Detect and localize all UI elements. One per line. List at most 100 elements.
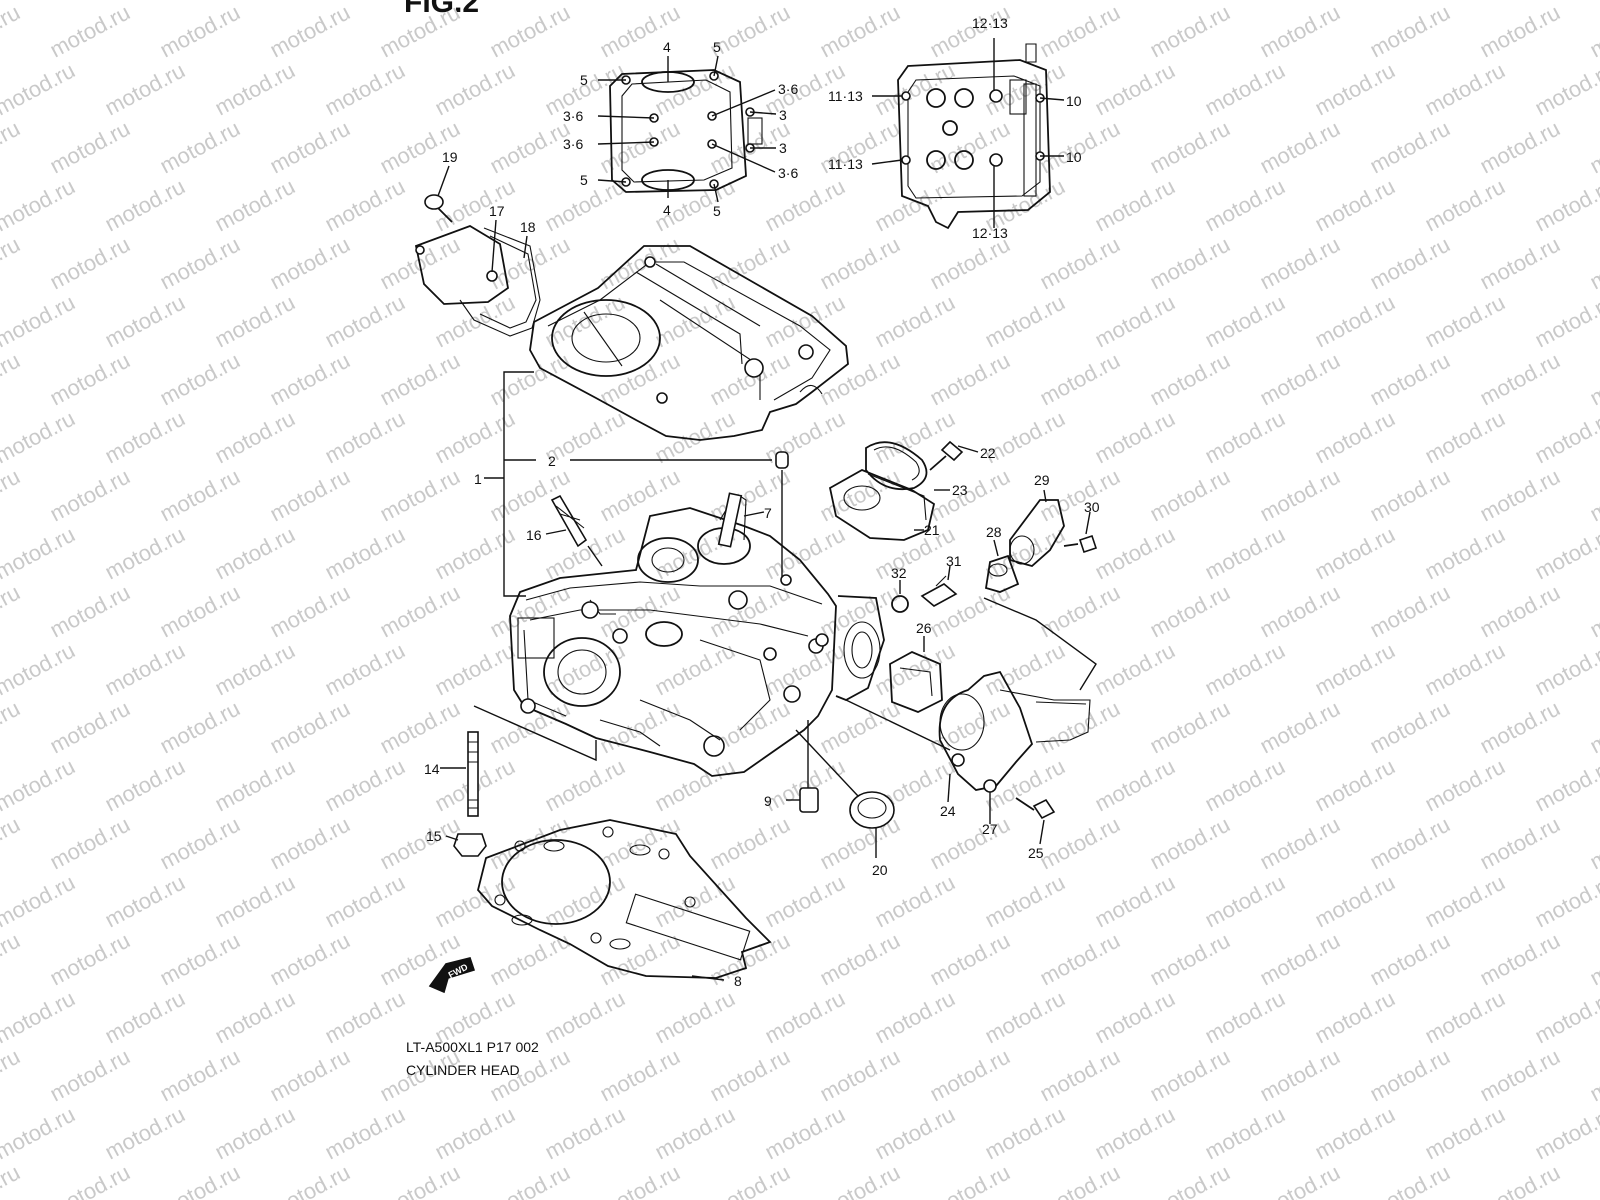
watermark-text: motod.ru	[46, 1160, 134, 1200]
watermark-text: motod.ru	[0, 58, 79, 121]
watermark-text: motod.ru	[156, 1044, 244, 1107]
watermark-text: motod.ru	[1476, 812, 1564, 875]
callout-25: 25	[1028, 845, 1044, 861]
watermark-text: motod.ru	[1146, 464, 1234, 527]
watermark-text: motod.ru	[266, 812, 354, 875]
watermark-text: motod.ru	[816, 464, 904, 527]
watermark-text: motod.ru	[706, 348, 794, 411]
watermark-text: motod.ru	[376, 580, 464, 643]
watermark-text: motod.ru	[1311, 638, 1399, 701]
watermark-text: motod.ru	[541, 58, 629, 121]
watermark-text: motod.ru	[156, 348, 244, 411]
watermark-text: motod.ru	[541, 754, 629, 817]
watermark-text: motod.ru	[596, 1160, 684, 1200]
watermark-text: motod.ru	[1476, 580, 1564, 643]
watermark-text: motod.ru	[871, 986, 959, 1049]
watermark-text: motod.ru	[101, 290, 189, 353]
watermark-text: motod.ru	[1586, 348, 1600, 411]
watermark-text: motod.ru	[1201, 406, 1289, 469]
watermark-text: motod.ru	[1366, 232, 1454, 295]
watermark-text: motod.ru	[0, 290, 79, 353]
watermark-text: motod.ru	[1586, 464, 1600, 527]
watermark-text: motod.ru	[1146, 812, 1234, 875]
watermark-text: motod.ru	[1366, 928, 1454, 991]
callout-14: 14	[424, 761, 440, 777]
watermark-text: motod.ru	[1531, 1102, 1600, 1165]
watermark-text: motod.ru	[1421, 406, 1509, 469]
watermark-text: motod.ru	[0, 464, 24, 527]
watermark-text: motod.ru	[211, 870, 299, 933]
watermark-text: motod.ru	[1421, 1102, 1509, 1165]
callout-10-bottom: 10	[1066, 149, 1082, 165]
watermark-text: motod.ru	[1146, 1160, 1234, 1200]
watermark-text: motod.ru	[1146, 928, 1234, 991]
callout-3-6-right-a: 3·6	[778, 81, 798, 97]
watermark-text: motod.ru	[1586, 1160, 1600, 1200]
watermark-text: motod.ru	[376, 116, 464, 179]
watermark-text: motod.ru	[1531, 870, 1600, 933]
watermark-text: motod.ru	[926, 0, 1014, 62]
callout-10-top: 10	[1066, 93, 1082, 109]
watermark-text: motod.ru	[816, 1044, 904, 1107]
watermark-text: motod.ru	[376, 0, 464, 62]
callout-12-13-bottom: 12·13	[972, 225, 1008, 241]
callout-4-bottom: 4	[663, 202, 671, 218]
watermark-text: motod.ru	[1476, 1160, 1564, 1200]
watermark-text: motod.ru	[46, 232, 134, 295]
watermark-text: motod.ru	[1201, 522, 1289, 585]
watermark-text: motod.ru	[1036, 0, 1124, 62]
watermark-text: motod.ru	[541, 870, 629, 933]
watermark-text: motod.ru	[0, 406, 79, 469]
callout-21: 21	[924, 522, 940, 538]
watermark-text: motod.ru	[816, 232, 904, 295]
watermark-text: motod.ru	[46, 0, 134, 62]
cylinder-head	[509, 492, 885, 777]
callout-29: 29	[1034, 472, 1050, 488]
watermark-text: motod.ru	[1036, 580, 1124, 643]
watermark-text: motod.ru	[651, 638, 739, 701]
watermark-text: motod.ru	[486, 812, 574, 875]
watermark-text: motod.ru	[1201, 638, 1289, 701]
watermark-text: motod.ru	[761, 870, 849, 933]
watermark-text: motod.ru	[211, 522, 299, 585]
watermark-text: motod.ru	[431, 870, 519, 933]
watermark-text: motod.ru	[1036, 232, 1124, 295]
watermark-text: motod.ru	[0, 870, 79, 933]
watermark-text: motod.ru	[1311, 986, 1399, 1049]
watermark-text: motod.ru	[871, 870, 959, 933]
watermark-text: motod.ru	[761, 522, 849, 585]
callout-30: 30	[1084, 499, 1100, 515]
fastener-group	[440, 705, 895, 858]
watermark-text: motod.ru	[376, 348, 464, 411]
watermark-text: motod.ru	[1476, 1044, 1564, 1107]
watermark-text: motod.ru	[1036, 348, 1124, 411]
valve-cover-bolt-inset	[597, 55, 777, 203]
watermark-text: motod.ru	[926, 1160, 1014, 1200]
assembly-bracket	[484, 371, 789, 597]
watermark-text: motod.ru	[0, 580, 24, 643]
watermark-text: motod.ru	[1476, 116, 1564, 179]
watermark-text: motod.ru	[1531, 58, 1600, 121]
watermark-text: motod.ru	[541, 290, 629, 353]
watermark-text: motod.ru	[926, 928, 1014, 991]
watermark-text: motod.ru	[706, 928, 794, 991]
callout-9: 9	[764, 793, 772, 809]
figure-title: FIG.2	[404, 0, 480, 19]
watermark-text: motod.ru	[266, 464, 354, 527]
callout-32: 32	[891, 565, 907, 581]
watermark-text: motod.ru	[1421, 638, 1509, 701]
watermark-text: motod.ru	[816, 696, 904, 759]
watermark-text: motod.ru	[46, 580, 134, 643]
watermark-text: motod.ru	[376, 1160, 464, 1200]
watermark-text: motod.ru	[486, 0, 574, 62]
watermark-text: motod.ru	[1476, 696, 1564, 759]
watermark-text: motod.ru	[156, 696, 244, 759]
watermark-text: motod.ru	[101, 174, 189, 237]
watermark-text: motod.ru	[1256, 232, 1344, 295]
callout-19: 19	[442, 149, 458, 165]
watermark-text: motod.ru	[1311, 290, 1399, 353]
watermark-text: motod.ru	[596, 1044, 684, 1107]
callout-5-top: 5	[713, 39, 721, 55]
callout-12-13-top: 12·13	[972, 15, 1008, 31]
